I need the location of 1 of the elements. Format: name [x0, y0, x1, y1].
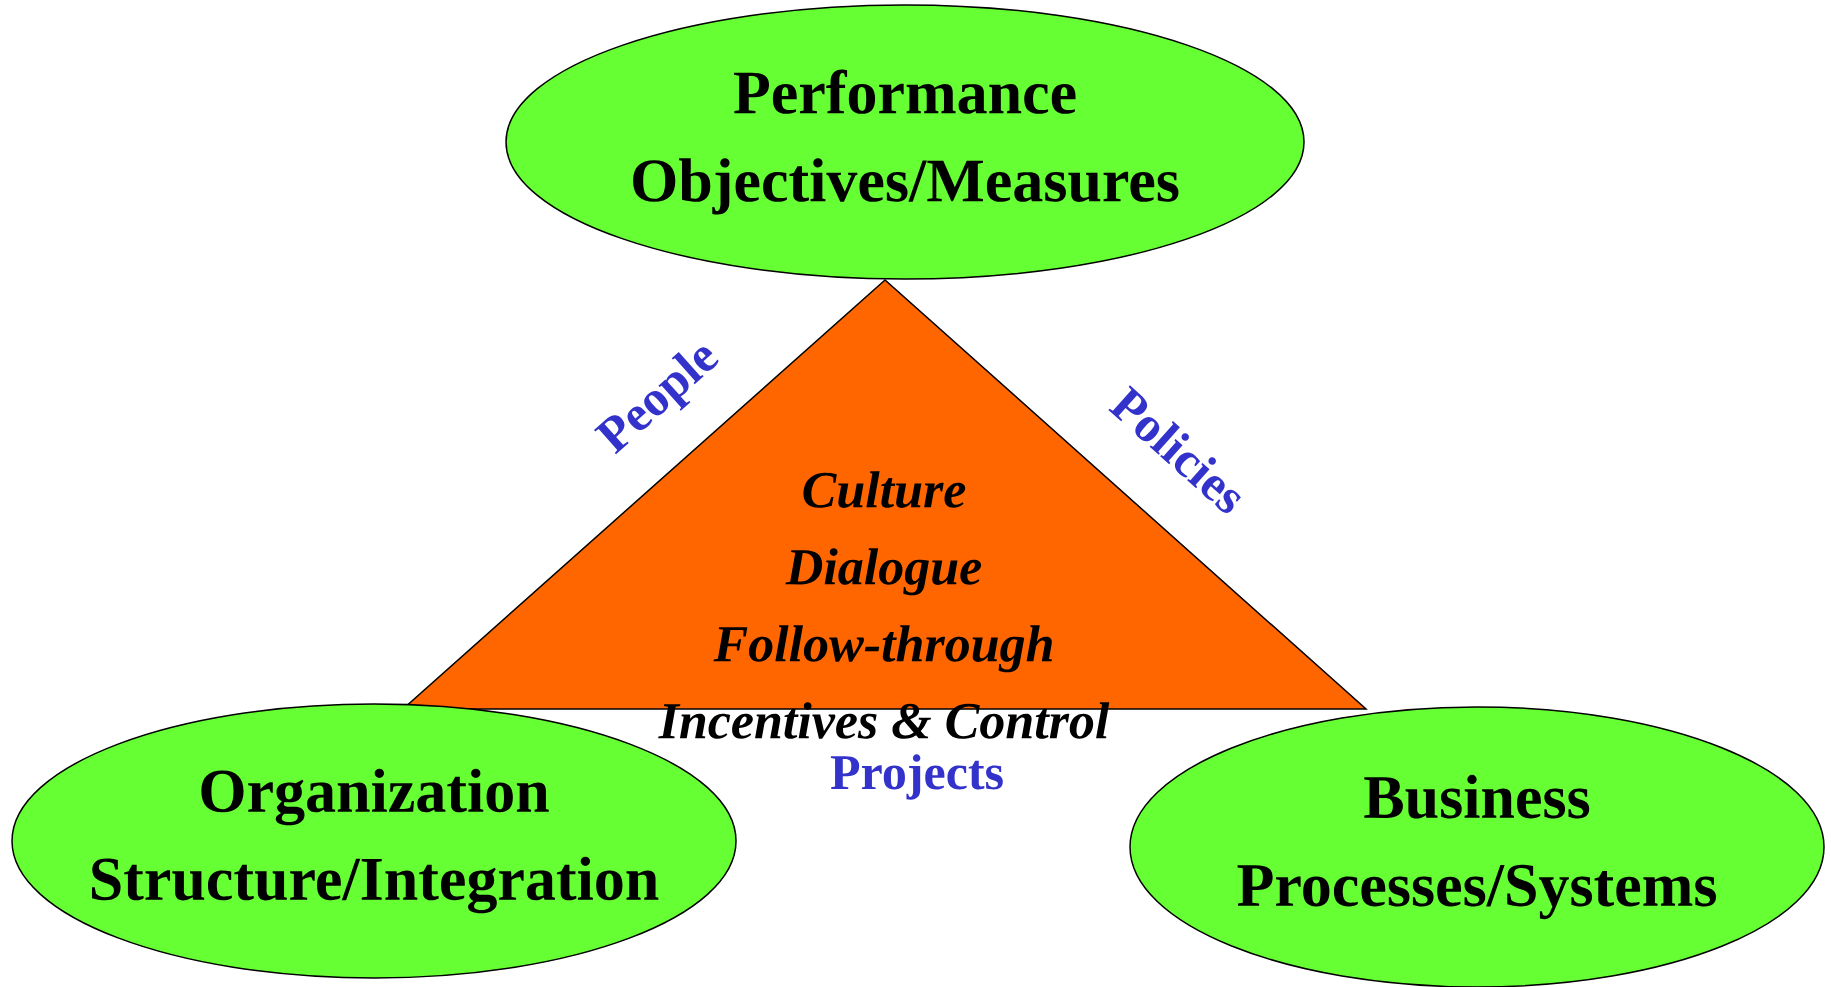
side-label: Projects [830, 754, 1003, 800]
